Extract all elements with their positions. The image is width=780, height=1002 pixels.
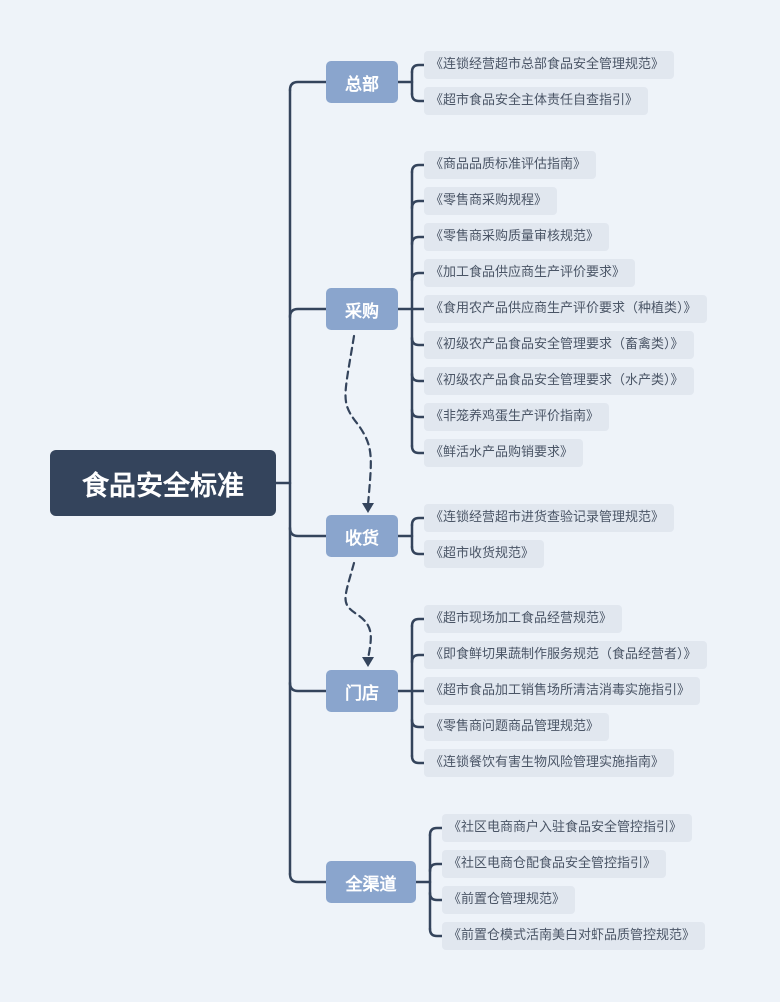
category-node-store[interactable]: 门店 [326, 670, 398, 712]
leaf-node-purchasing-7[interactable]: 《初级农产品食品安全管理要求（水产类）》 [424, 367, 694, 395]
root-node-label: 食品安全标准 [82, 470, 244, 502]
leaf-connector [410, 163, 426, 174]
category-connector-omnichannel [288, 872, 328, 884]
leaf-node-store-2[interactable]: 《即食鲜切果蔬制作服务规范（食品经营者）》 [424, 641, 707, 669]
leaf-node-omnichannel-1[interactable]: 《社区电商商户入驻食品安全管控指引》 [442, 814, 693, 842]
leaf-node-purchasing-8[interactable]: 《非笼养鸡蛋生产评价指南》 [424, 403, 610, 431]
flow-arrow-receiving-to-store [344, 561, 372, 661]
leaf-connector [410, 718, 426, 729]
category-connector-purchasing [288, 307, 328, 319]
flow-arrow-purchasing-to-receiving-arrowhead [362, 503, 374, 513]
leaf-connector [410, 235, 426, 246]
leaf-node-purchasing-6[interactable]: 《初级农产品食品安全管理要求（畜禽类）》 [424, 331, 694, 359]
flow-arrow-purchasing-to-receiving [344, 334, 372, 507]
leaf-connector [410, 516, 426, 527]
leaf-node-receiving-2[interactable]: 《超市收货规范》 [424, 540, 545, 568]
category-label: 总部 [345, 74, 379, 95]
leaf-node-purchasing-9[interactable]: 《鲜活水产品购销要求》 [424, 439, 584, 467]
flow-arrow-receiving-to-store-arrowhead [362, 657, 374, 667]
category-label: 门店 [345, 683, 379, 704]
category-connector-store [288, 681, 328, 693]
leaf-node-purchasing-2[interactable]: 《零售商采购规程》 [424, 187, 558, 215]
leaf-node-purchasing-4[interactable]: 《加工食品供应商生产评价要求》 [424, 259, 636, 287]
leaf-node-omnichannel-3[interactable]: 《前置仓管理规范》 [442, 886, 576, 914]
category-label: 全渠道 [345, 874, 397, 895]
leaf-connector [410, 545, 426, 556]
leaf-connector [410, 408, 426, 419]
leaf-connector [410, 199, 426, 210]
leaf-node-store-5[interactable]: 《连锁餐饮有害生物风险管理实施指南》 [424, 749, 675, 777]
category-connector-hq [288, 80, 328, 92]
root-node[interactable]: 食品安全标准 [50, 450, 276, 516]
leaf-connector [410, 617, 426, 628]
leaf-connector [410, 336, 426, 347]
leaf-connector [428, 927, 444, 938]
leaf-node-omnichannel-4[interactable]: 《前置仓模式活南美白对虾品质管控规范》 [442, 922, 706, 950]
leaf-node-store-3[interactable]: 《超市食品加工销售场所清洁消毒实施指引》 [424, 677, 701, 705]
leaf-node-omnichannel-2[interactable]: 《社区电商仓配食品安全管控指引》 [442, 850, 667, 878]
leaf-node-hq-1[interactable]: 《连锁经营超市总部食品安全管理规范》 [424, 51, 675, 79]
category-node-purchasing[interactable]: 采购 [326, 288, 398, 330]
leaf-node-purchasing-3[interactable]: 《零售商采购质量审核规范》 [424, 223, 610, 251]
category-node-omnichannel[interactable]: 全渠道 [326, 861, 416, 903]
leaf-connector [428, 862, 444, 873]
leaf-node-store-1[interactable]: 《超市现场加工食品经营规范》 [424, 605, 623, 633]
leaf-connector [410, 92, 426, 103]
leaf-node-hq-2[interactable]: 《超市食品安全主体责任自查指引》 [424, 87, 649, 115]
category-node-hq[interactable]: 总部 [326, 61, 398, 103]
leaf-node-store-4[interactable]: 《零售商问题商品管理规范》 [424, 713, 610, 741]
leaf-connector [410, 271, 426, 282]
leaf-node-purchasing-1[interactable]: 《商品品质标准评估指南》 [424, 151, 597, 179]
leaf-connector [428, 826, 444, 837]
category-label: 采购 [345, 301, 379, 322]
category-node-receiving[interactable]: 收货 [326, 515, 398, 557]
leaf-node-receiving-1[interactable]: 《连锁经营超市进货查验记录管理规范》 [424, 504, 675, 532]
category-label: 收货 [345, 528, 379, 549]
leaf-connector [410, 444, 426, 455]
leaf-connector [410, 63, 426, 74]
leaf-connector [410, 372, 426, 383]
leaf-connector [410, 754, 426, 765]
leaf-node-purchasing-5[interactable]: 《食用农产品供应商生产评价要求（种植类）》 [424, 295, 707, 323]
leaf-connector [410, 653, 426, 664]
leaf-connector [428, 891, 444, 902]
category-connector-receiving [288, 526, 328, 538]
